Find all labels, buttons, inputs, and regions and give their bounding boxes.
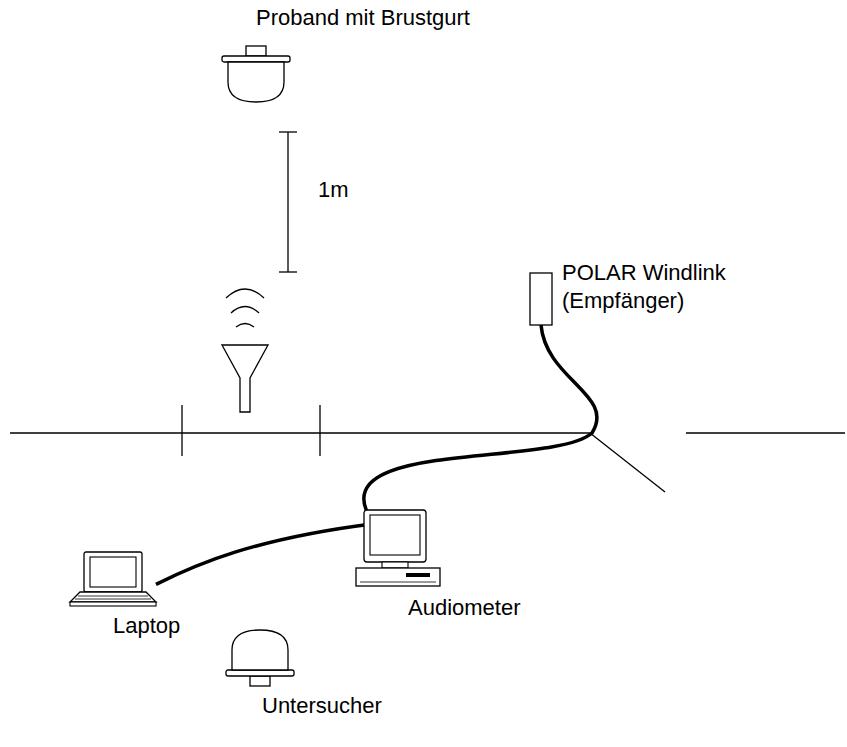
dimension-line — [287, 132, 288, 272]
audiometer-icon: Audiometer — [356, 510, 440, 586]
sound-wave — [236, 324, 254, 328]
dimension-tick — [279, 271, 297, 272]
laptop-icon-outline — [70, 552, 156, 606]
node-label: Laptop — [113, 612, 180, 640]
examiner-icon: Untersucher — [226, 630, 294, 686]
loudspeaker-symbol — [222, 345, 268, 412]
audiometer-icon-outline — [356, 510, 440, 586]
dimension-tick — [279, 131, 297, 132]
wall-tick — [319, 405, 320, 456]
wall-tick — [181, 405, 182, 456]
node-label: Untersucher — [262, 692, 382, 720]
node-label: Proband mit Brustgurt — [256, 4, 470, 32]
subject-icon-outline — [222, 46, 290, 102]
wall-line — [686, 432, 845, 433]
sound-wave — [226, 289, 264, 298]
node-label: POLAR Windlink (Empfänger) — [562, 259, 752, 315]
receiver-box-outline — [530, 273, 552, 325]
cable — [156, 325, 597, 584]
receiver-box: POLAR Windlink (Empfänger) — [530, 273, 552, 325]
laptop-icon: Laptop — [70, 552, 156, 606]
sound-wave — [231, 307, 259, 314]
door-line — [590, 433, 665, 492]
dimension-label: 1m — [318, 176, 349, 204]
examiner-icon-outline — [226, 630, 294, 686]
wall-line — [10, 432, 590, 433]
node-label: Audiometer — [408, 594, 521, 622]
subject-icon: Proband mit Brustgurt — [222, 46, 290, 102]
